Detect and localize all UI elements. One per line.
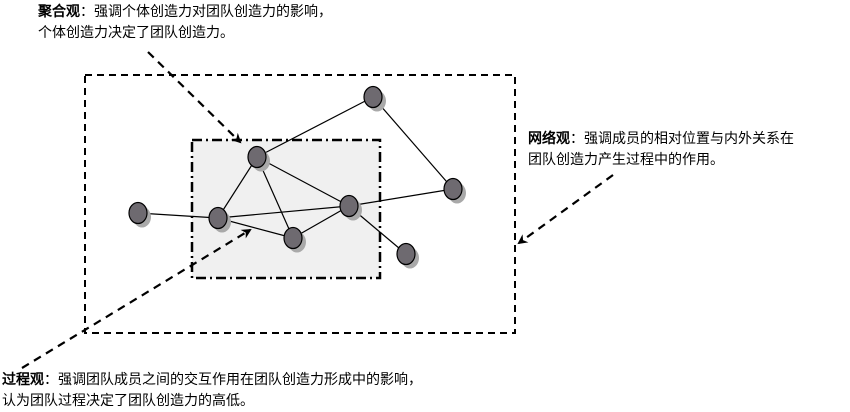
nodes bbox=[128, 85, 466, 269]
aggregation-title: 聚合观 bbox=[38, 4, 80, 20]
process-line1: ：强调团队成员之间的交互作用在团队创造力形成中的影响， bbox=[44, 372, 422, 388]
process-line2: 认为团队过程决定了团队创造力的高低。 bbox=[2, 393, 254, 409]
edge bbox=[292, 205, 350, 239]
member-node bbox=[247, 145, 267, 169]
member-node bbox=[396, 242, 416, 266]
member-node bbox=[363, 85, 383, 109]
process-arrow bbox=[21, 228, 252, 369]
aggregation-note: 聚合观：强调个体创造力对团队创造力的影响， 个体创造力决定了团队创造力。 bbox=[38, 2, 332, 44]
network-line2: 团队创造力产生过程中的作用。 bbox=[528, 152, 724, 168]
edge bbox=[256, 96, 374, 158]
edge bbox=[217, 156, 258, 219]
edge bbox=[372, 96, 454, 190]
member-node bbox=[339, 194, 359, 218]
edge bbox=[348, 188, 454, 207]
aggregation-line1: ：强调个体创造力对团队创造力的影响， bbox=[80, 4, 332, 20]
edge bbox=[256, 156, 350, 207]
network-arrow bbox=[517, 174, 614, 245]
member-node bbox=[443, 177, 463, 201]
edge bbox=[137, 212, 219, 219]
network-boundary bbox=[84, 74, 516, 334]
process-note: 过程观：强调团队成员之间的交互作用在团队创造力形成中的影响， 认为团队过程决定了… bbox=[2, 370, 422, 412]
aggregation-arrow bbox=[147, 51, 242, 144]
network-note: 网络观：强调成员的相对位置与内外关系在 团队创造力产生过程中的作用。 bbox=[528, 129, 794, 171]
edges bbox=[137, 96, 454, 255]
edge bbox=[217, 205, 350, 219]
network-line1: ：强调成员的相对位置与内外关系在 bbox=[570, 131, 794, 147]
aggregation-line2: 个体创造力决定了团队创造力。 bbox=[38, 25, 234, 41]
network-title: 网络观 bbox=[528, 131, 570, 147]
member-node bbox=[283, 226, 303, 250]
member-node bbox=[208, 206, 228, 230]
member-node bbox=[128, 201, 148, 225]
process-title: 过程观 bbox=[2, 372, 44, 388]
